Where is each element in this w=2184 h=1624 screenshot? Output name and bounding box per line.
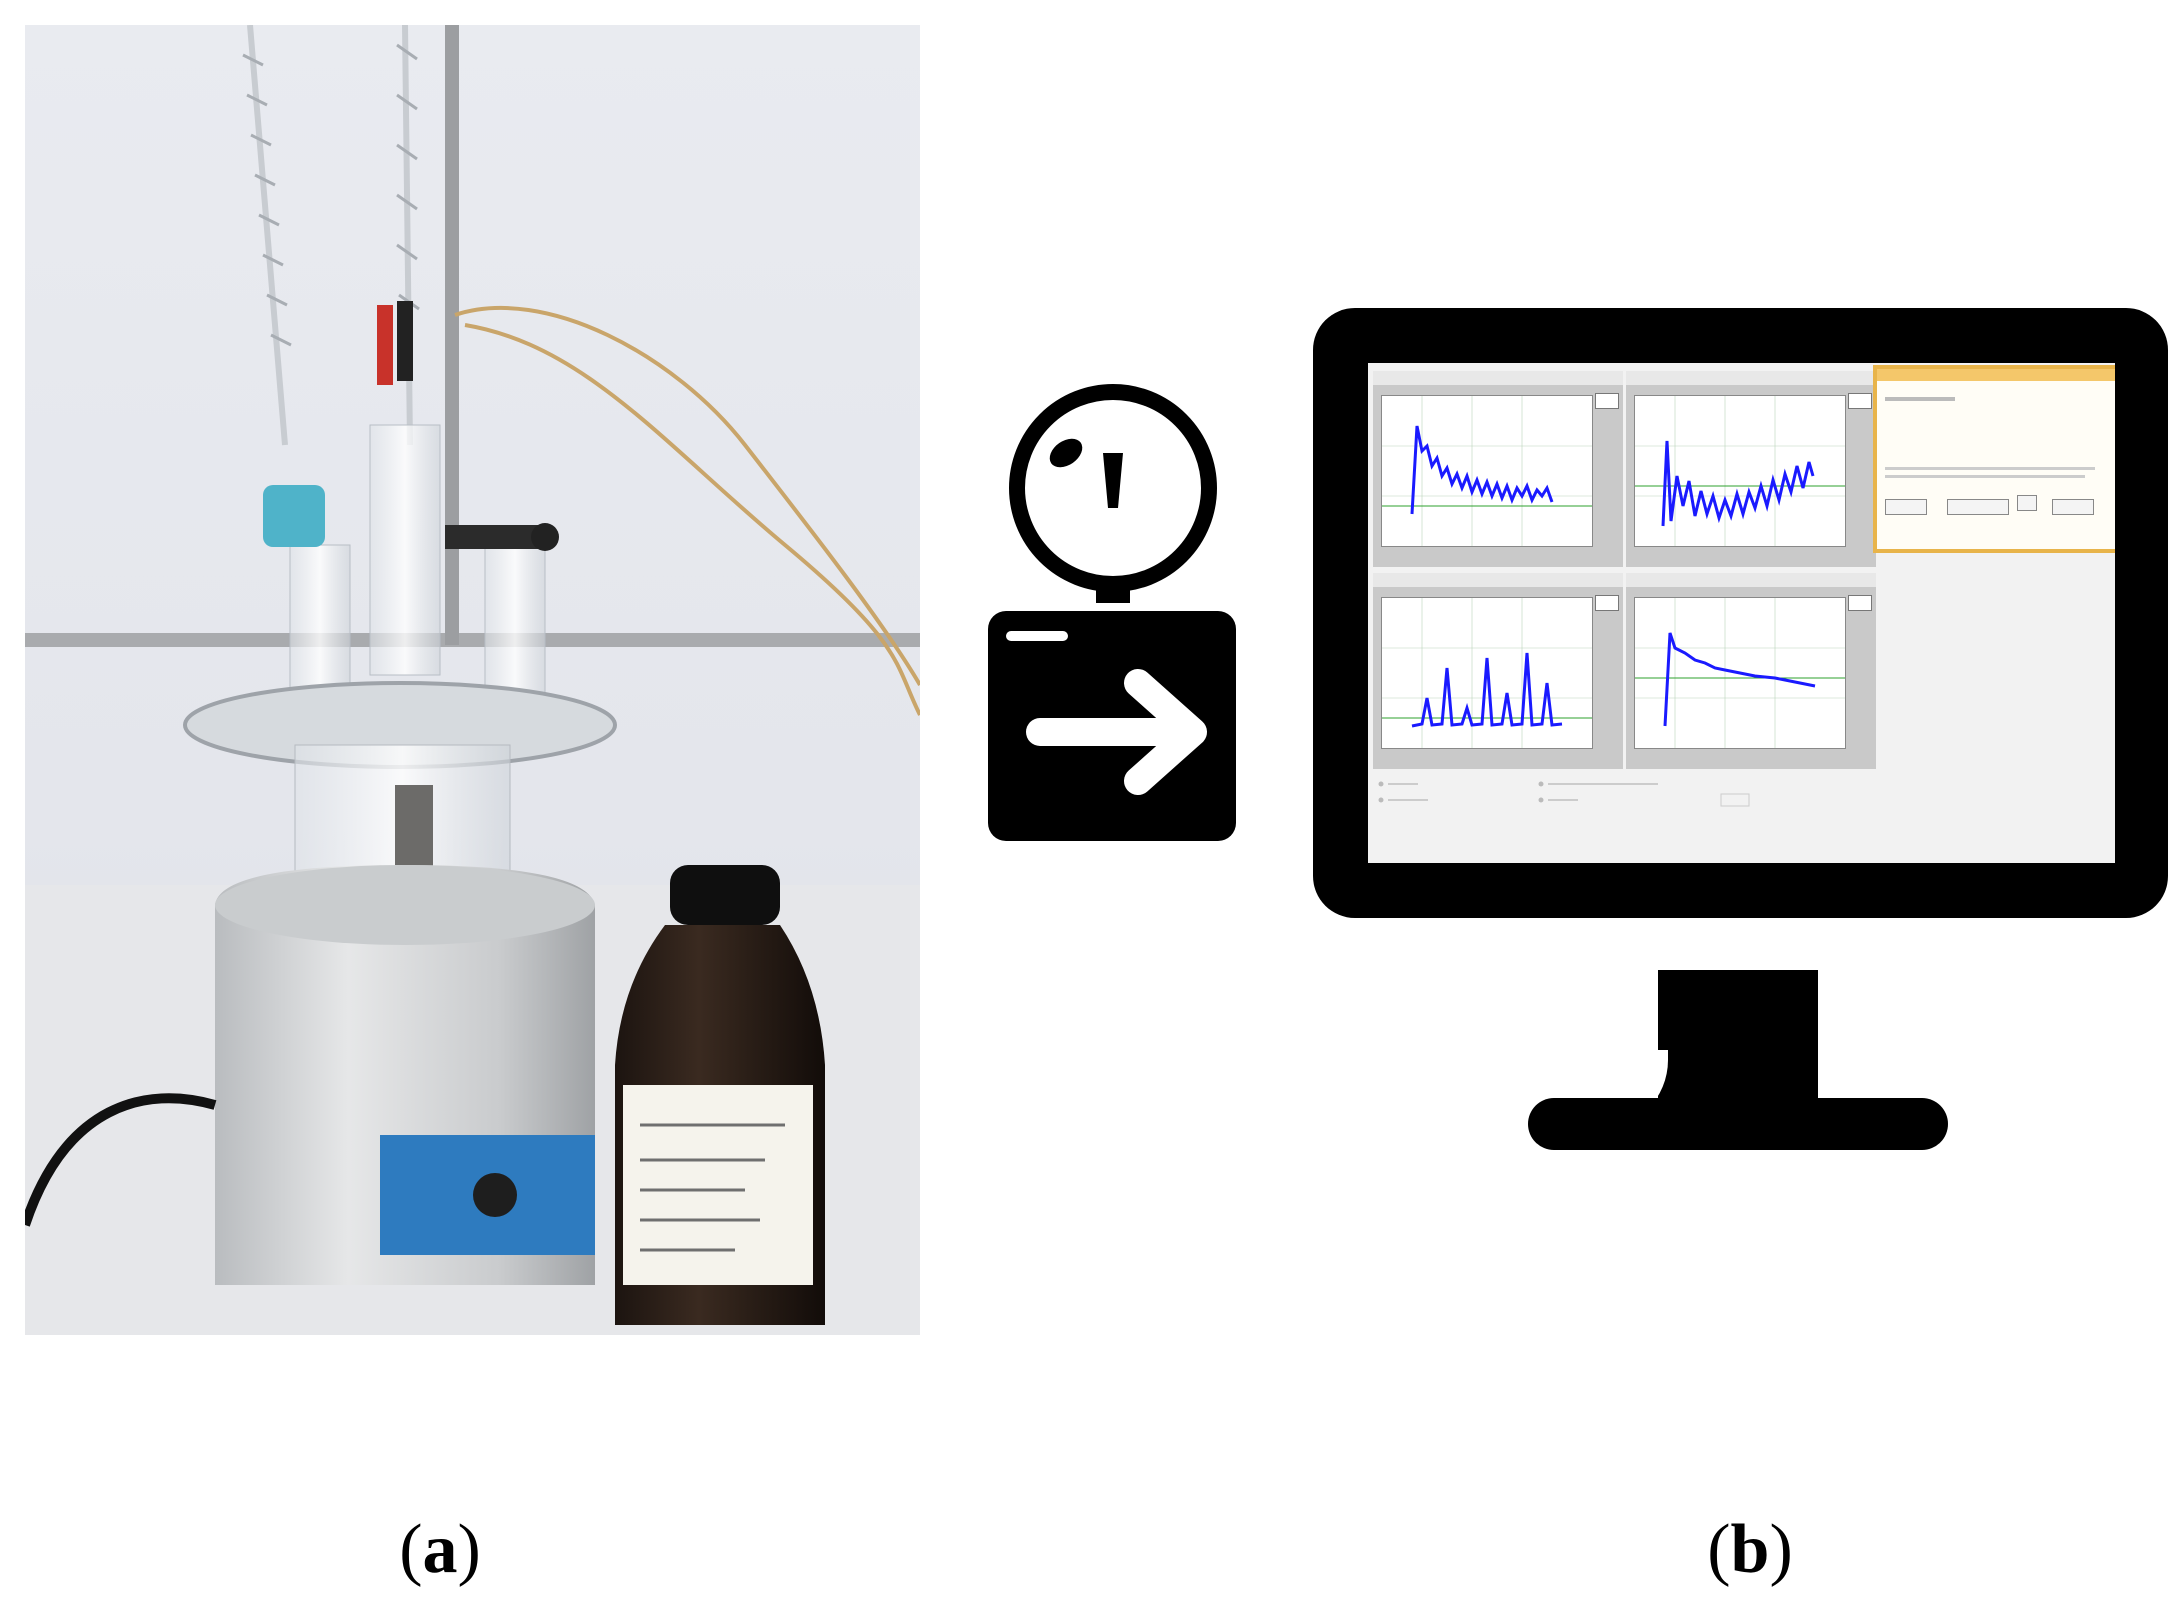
dialog-button[interactable] [1885, 499, 1927, 515]
plot-area [1381, 597, 1593, 749]
black-clip [397, 301, 413, 381]
chart-panel-2 [1626, 371, 1876, 567]
plot-area [1381, 395, 1593, 547]
clamp-knob [531, 523, 559, 551]
legend-box [1595, 393, 1619, 409]
left-neck [289, 544, 351, 696]
right-neck [484, 544, 546, 696]
chart-panel-header [1373, 573, 1623, 587]
blue-cap [263, 485, 325, 547]
chart-panel-header [1373, 371, 1623, 385]
data-acquisition-diagram [968, 298, 2178, 1176]
stand-rod [445, 25, 459, 645]
bottle-cap [670, 865, 780, 925]
label-lines [640, 1123, 785, 1252]
caption-b-letter: b [1730, 1511, 1770, 1588]
condenser-coils [242, 43, 420, 347]
chart-panel-1 [1373, 371, 1623, 567]
horizontal-rod [25, 633, 920, 647]
signal-trace [1635, 598, 1845, 748]
caption-b: (b) [1707, 1511, 1793, 1588]
electrode-wires [454, 305, 920, 716]
status-area [1378, 781, 1750, 807]
power-cord [25, 1093, 217, 1227]
caption-a-letter: a [422, 1511, 458, 1588]
monitor-icon [1313, 308, 2168, 918]
chart-panel-4 [1626, 573, 1876, 769]
acquisition-software-window [1368, 363, 2115, 863]
chart-panel-3 [1373, 573, 1623, 769]
bottle-label [623, 1085, 813, 1285]
red-clip [377, 305, 393, 385]
arrow-right-icon [1026, 669, 1207, 795]
plot-area [1634, 395, 1846, 547]
signal-trace [1382, 396, 1592, 546]
monitor-base [1528, 1098, 1948, 1150]
mantle-knob [473, 1173, 517, 1217]
chart-panel-header [1626, 371, 1876, 385]
legend-box [1595, 595, 1619, 611]
clamp [445, 525, 545, 549]
monitor-neck [1658, 970, 1818, 1110]
dialog-button[interactable] [2052, 499, 2094, 515]
apparatus-illustration [25, 25, 920, 1335]
legend-box [1848, 595, 1872, 611]
chart-panel-header [1626, 573, 1876, 587]
mantle-top [215, 865, 595, 945]
dialog-button[interactable] [1947, 499, 2009, 515]
caption-a: (a) [399, 1511, 481, 1588]
dialog-text-lines [1885, 397, 2095, 478]
signal-trace [1382, 598, 1592, 748]
monitor-screen [1368, 363, 2115, 863]
legend-box [1848, 393, 1872, 409]
signal-trace [1635, 396, 1845, 546]
dialog-title-bar [1877, 369, 2115, 381]
plot-area [1634, 597, 1846, 749]
lab-apparatus-photo [25, 25, 920, 1335]
dialog-spinner[interactable] [2017, 495, 2037, 511]
pressure-gauge-icon [988, 384, 1236, 841]
center-neck [369, 424, 441, 676]
settings-dialog [1873, 365, 2115, 553]
